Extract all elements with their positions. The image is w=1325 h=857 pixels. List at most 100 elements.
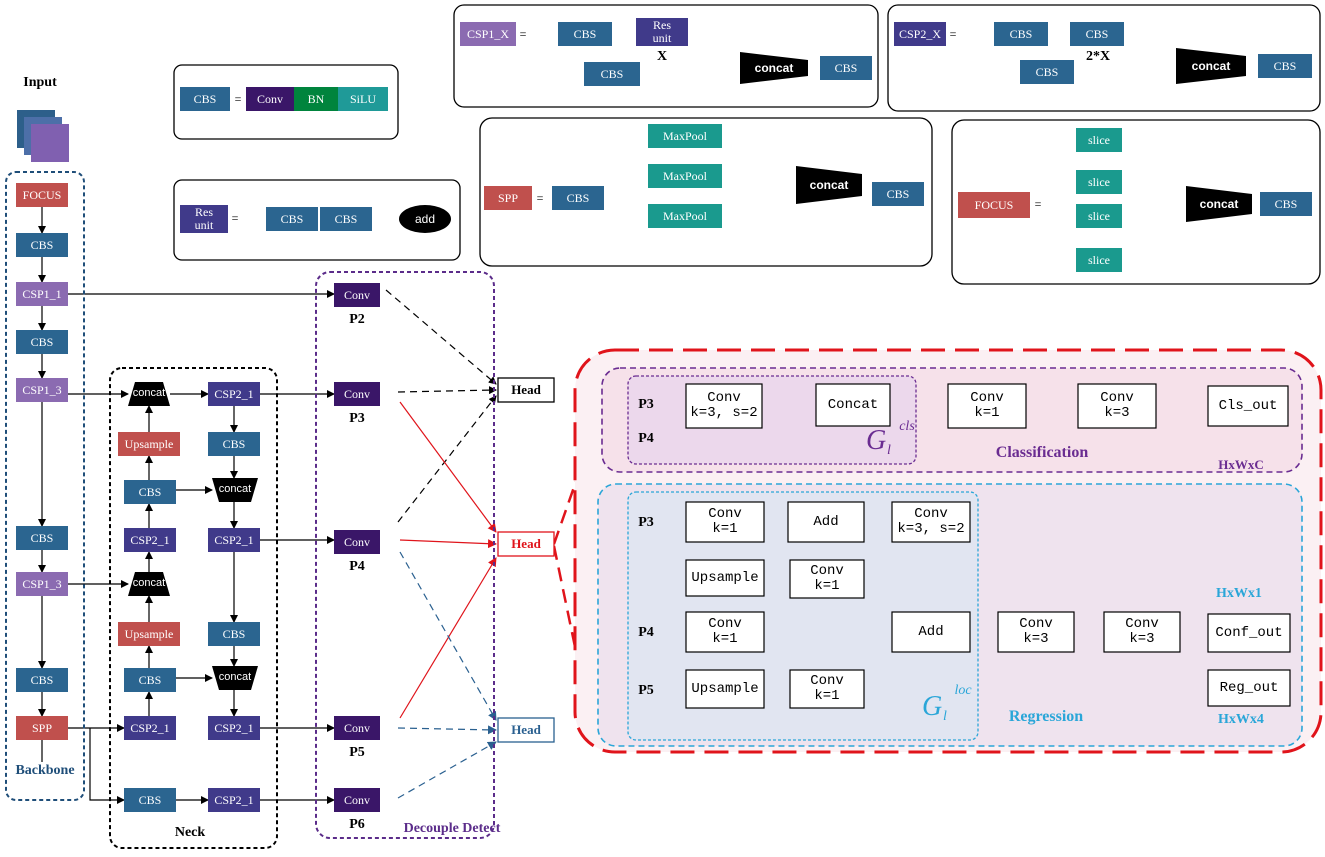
legend-csp2-cbs-4: CBS: [1273, 58, 1297, 73]
reg-title: Regression: [1008, 707, 1084, 725]
legend-spp-concat-label: concat: [809, 177, 849, 192]
reg-conv-p4: Conv k=1: [708, 616, 742, 647]
detect-conv-1: Conv: [343, 386, 370, 401]
decouple-title: Decouple Detect: [403, 820, 501, 836]
detect-conv-3-shape: [334, 716, 380, 740]
neck-upsample-2-shape: [118, 622, 180, 646]
backbone-block-1: CBS: [30, 237, 54, 252]
legend-csp1-concat-shape: [740, 52, 808, 84]
cls-concat-shape: [815, 383, 891, 427]
zoom-line-top: [552, 469, 582, 545]
detect-conv-2: Conv: [343, 534, 370, 549]
reg-dims-4: HxWx4: [1218, 711, 1264, 727]
cls-out: Cls_out: [1218, 397, 1278, 414]
neck-upsample-2: Upsample: [124, 626, 174, 641]
legend-focus-concat-shape: [1186, 186, 1252, 222]
legend-spp-cbs-1-shape: [552, 186, 604, 210]
legend-csp1-cbs-1: CBS: [573, 26, 597, 41]
legend-csp2-cbs-1: CBS: [1009, 26, 1033, 41]
neck-concat-3-shape: [212, 478, 258, 502]
arr-p3-head2: [399, 401, 497, 533]
legend-spp-maxpool-3-shape: [648, 204, 722, 228]
neck-frame: [109, 367, 278, 849]
head-1-shape: [497, 377, 555, 403]
legend-focus-cbs: CBS: [1274, 196, 1298, 211]
reg-conv-p3-shape: [685, 501, 765, 543]
neck-csp21-right-1: CSP2_1: [214, 386, 254, 401]
detect-conv-3: Conv: [343, 720, 370, 735]
cls-p4: P4: [638, 430, 654, 446]
legend-cbs-bn: BN: [307, 91, 325, 106]
legend-cbs-eq: =: [234, 91, 242, 106]
reg-conv-p5: Conv k=1: [810, 673, 844, 704]
reg-p4: P4: [638, 624, 654, 640]
legend-spp-cbs-2: CBS: [886, 186, 910, 201]
neck-cbs-left-1: CBS: [138, 484, 162, 499]
head-3-shape: [497, 717, 555, 743]
backbone-block-0-shape: [16, 183, 68, 207]
reg-conv-p3: Conv k=1: [708, 506, 742, 537]
legend-csp2-cbs-2: CBS: [1085, 26, 1109, 41]
reg-conv-a-shape: [997, 611, 1075, 653]
level-P4: P4: [349, 558, 365, 574]
legend-csp2-eq: =: [949, 26, 957, 41]
backbone-block-5: CBS: [30, 530, 54, 545]
backbone-block-5-shape: [16, 526, 68, 550]
legend-cbs-lhs: CBS: [193, 91, 217, 106]
reg-dims-1: HxWx1: [1216, 585, 1262, 601]
legend-cbs-conv-shape: [246, 87, 294, 111]
conn-spp-cbs3: [89, 728, 125, 804]
level-P6: P6: [349, 816, 365, 832]
reg-add-2-shape: [891, 611, 971, 653]
neck-cbs-left-3-shape: [124, 788, 176, 812]
legend-cbs-lhs-shape: [180, 87, 230, 111]
legend-csp1-cbs-3: CBS: [834, 60, 858, 75]
neck-csp21-right-2: CSP2_1: [214, 532, 254, 547]
reg-conv-b: Conv k=3: [1125, 616, 1159, 647]
reg-p3: P3: [638, 514, 654, 530]
legend-spp-lhs-shape: [484, 186, 532, 210]
legend-focus-slice-0: slice: [1088, 132, 1110, 147]
reg-conv-k3s2-shape: [891, 501, 971, 543]
arr-p5-head3: [397, 725, 497, 735]
reg-reg-out-shape: [1207, 669, 1291, 707]
neck-concat-2-label: concat: [132, 577, 166, 590]
legend-csp2-cbs-4-shape: [1258, 54, 1312, 78]
neck-upsample-1-shape: [118, 432, 180, 456]
detect-conv-4: Conv: [343, 792, 370, 807]
detect-conv-0-shape: [334, 283, 380, 307]
reg-g-sub: l: [943, 708, 947, 724]
arr-p3-head1: [397, 386, 497, 395]
legend-spp-maxpool-1: MaxPool: [662, 128, 707, 143]
reg-p5: P5: [638, 682, 654, 698]
neck-csp21-right-1-shape: [208, 382, 260, 406]
backbone-block-1-shape: [16, 233, 68, 257]
neck-concat-1-shape: [128, 382, 170, 406]
detect-conv-4-shape: [334, 788, 380, 812]
reg-conv-mid-shape: [789, 559, 865, 599]
cls-g-sup: cls: [899, 418, 915, 434]
level-P2: P2: [349, 311, 365, 327]
neck-cbs-right-1-shape: [208, 432, 260, 456]
backbone-block-6: CSP1_3: [22, 576, 62, 591]
reg-conv-b-shape: [1103, 611, 1181, 653]
legend-cbs-silu-shape: [338, 87, 388, 111]
cls-conv-k3: Conv k=3: [1100, 390, 1134, 421]
neck-csp21-left-2: CSP2_1: [130, 720, 170, 735]
neck-csp21-left-1: CSP2_1: [130, 532, 170, 547]
cls-out-shape: [1207, 385, 1289, 427]
neck-csp21-right-4: CSP2_1: [214, 792, 254, 807]
legend-focus-eq: =: [1034, 196, 1042, 211]
backbone-block-4: CSP1_3: [22, 382, 62, 397]
cls-title: Classification: [995, 443, 1089, 461]
reg-upsample-1-shape: [685, 559, 765, 597]
neck-csp21-right-3-shape: [208, 716, 260, 740]
legend-focus-frame: [951, 119, 1321, 285]
neck-cbs-right-1: CBS: [222, 436, 246, 451]
reg-conf-out: Conf_out: [1215, 624, 1283, 641]
reg-conv-k3s2: Conv k=3, s=2: [897, 506, 965, 537]
level-P5: P5: [349, 744, 365, 760]
legend-csp2-cbs-3: CBS: [1035, 64, 1059, 79]
backbone-block-2-shape: [16, 282, 68, 306]
